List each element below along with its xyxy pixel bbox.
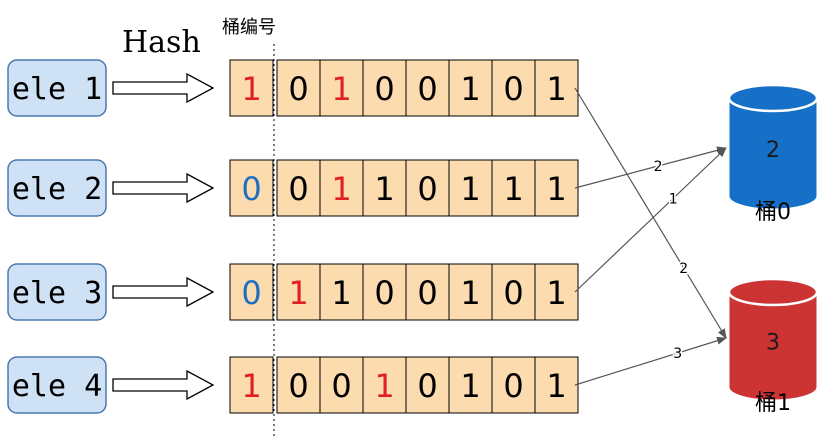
connection-arrow bbox=[574, 87, 727, 339]
bit-cell bbox=[534, 159, 579, 217]
bit-cell bbox=[362, 59, 407, 117]
bit-value: 1 bbox=[546, 367, 566, 405]
element-label: ele 1 bbox=[12, 72, 102, 107]
bucket-cylinder-top bbox=[727, 277, 819, 307]
element-box bbox=[7, 263, 107, 321]
connection-label: 1 bbox=[669, 191, 678, 207]
bucket-label: 桶0 bbox=[755, 200, 791, 225]
bit-value: 0 bbox=[374, 70, 394, 108]
connection-line: 2 bbox=[574, 146, 727, 189]
bit-cell bbox=[534, 356, 579, 414]
element-label: ele 4 bbox=[12, 369, 102, 404]
bit-value: 1 bbox=[331, 274, 351, 312]
bit-value: 1 bbox=[546, 170, 566, 208]
bit-cell bbox=[491, 159, 536, 217]
bit-value: 0 bbox=[417, 274, 437, 312]
bucket-index-header: 桶编号 bbox=[222, 17, 276, 38]
bit-cell bbox=[534, 263, 579, 321]
bit-cell bbox=[491, 356, 536, 414]
bit-cell bbox=[405, 263, 450, 321]
bit-value: 1 bbox=[331, 70, 351, 108]
hash-arrow bbox=[112, 276, 215, 308]
bucket-cylinder-top bbox=[727, 83, 819, 113]
bit-value: 0 bbox=[503, 274, 523, 312]
bit-cell bbox=[405, 159, 450, 217]
bit-value: 0 bbox=[503, 367, 523, 405]
bit-cell bbox=[319, 159, 364, 217]
bucket-bit-cell bbox=[229, 59, 274, 117]
bit-cell bbox=[276, 59, 321, 117]
bucket-cylinder bbox=[728, 291, 818, 401]
hash-arrow bbox=[112, 72, 215, 104]
bucket-bit: 1 bbox=[241, 70, 261, 108]
bit-value: 0 bbox=[417, 367, 437, 405]
bucket-bit-cell bbox=[229, 263, 274, 321]
connection-line: 2 bbox=[574, 87, 727, 339]
bit-cell bbox=[362, 356, 407, 414]
bit-cell bbox=[534, 59, 579, 117]
bucket: 2 桶0 bbox=[727, 83, 819, 225]
bit-value: 1 bbox=[460, 274, 480, 312]
bucket-bit-cell bbox=[229, 356, 274, 414]
hash-label: Hash bbox=[122, 25, 201, 60]
bucket: 3 桶1 bbox=[727, 277, 819, 416]
bit-value: 0 bbox=[288, 70, 308, 108]
bucket-bit-cell bbox=[229, 159, 274, 217]
buckets-layer: 2 桶0 3 桶1 bbox=[727, 83, 819, 416]
bit-value: 1 bbox=[374, 367, 394, 405]
bit-value: 0 bbox=[503, 70, 523, 108]
bit-cell bbox=[448, 159, 493, 217]
bucket-bit: 1 bbox=[241, 367, 261, 405]
bucket-bit: 0 bbox=[241, 170, 261, 208]
bit-value: 0 bbox=[288, 367, 308, 405]
bucket-value: 2 bbox=[766, 138, 780, 163]
connection-label: 2 bbox=[654, 159, 663, 175]
bit-value: 1 bbox=[460, 70, 480, 108]
bit-cell bbox=[319, 59, 364, 117]
element-box bbox=[7, 159, 107, 217]
hash-arrow bbox=[112, 369, 215, 401]
bucket-value: 3 bbox=[766, 331, 780, 356]
bit-value: 1 bbox=[331, 170, 351, 208]
bit-value: 1 bbox=[546, 274, 566, 312]
connection-label: 2 bbox=[679, 261, 688, 277]
bit-cell bbox=[276, 263, 321, 321]
bit-value: 1 bbox=[503, 170, 523, 208]
bit-value: 1 bbox=[460, 170, 480, 208]
element-label: ele 3 bbox=[12, 276, 102, 311]
element-label: ele 2 bbox=[12, 172, 102, 207]
bit-value: 0 bbox=[331, 367, 351, 405]
bit-value: 0 bbox=[417, 70, 437, 108]
bucket-cylinder bbox=[728, 97, 818, 210]
bit-value: 1 bbox=[546, 70, 566, 108]
element-box bbox=[7, 59, 107, 117]
connection-line: 3 bbox=[574, 336, 727, 386]
bit-value: 0 bbox=[288, 170, 308, 208]
bucket-bit: 0 bbox=[241, 274, 261, 312]
bit-value: 0 bbox=[374, 274, 394, 312]
bit-cell bbox=[448, 59, 493, 117]
hash-arrow bbox=[112, 172, 215, 204]
bit-value: 1 bbox=[460, 367, 480, 405]
element-box bbox=[7, 356, 107, 414]
connection-label: 3 bbox=[673, 346, 682, 362]
connection-arrow bbox=[574, 146, 727, 189]
bit-value: 1 bbox=[288, 274, 308, 312]
bucket-label: 桶1 bbox=[755, 391, 791, 416]
connection-line: 1 bbox=[574, 147, 727, 293]
bit-cell bbox=[362, 263, 407, 321]
bit-cell bbox=[276, 356, 321, 414]
bit-value: 0 bbox=[417, 170, 437, 208]
connection-arrow bbox=[574, 336, 727, 386]
bit-value: 1 bbox=[374, 170, 394, 208]
connection-arrow bbox=[574, 147, 727, 293]
bit-cell bbox=[319, 263, 364, 321]
